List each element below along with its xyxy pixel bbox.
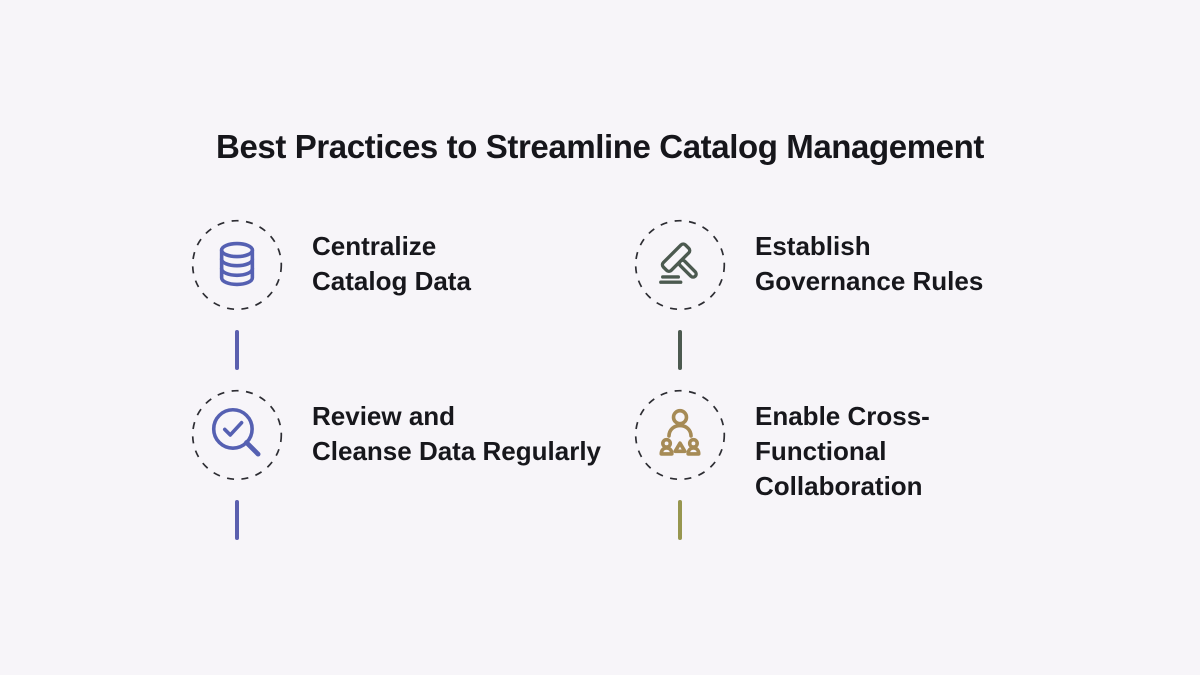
practice-label: Review and Cleanse Data Regularly xyxy=(312,401,602,466)
connector-line xyxy=(678,500,682,540)
dashed-circle-border xyxy=(191,219,283,311)
practice-label: Enable Cross- Functional Collaboration xyxy=(755,401,930,501)
connector-line xyxy=(678,330,682,370)
connector-line xyxy=(235,500,239,540)
database-icon xyxy=(191,219,283,311)
practice-item-review-cleanse-data: Review and Cleanse Data Regularly xyxy=(191,389,634,540)
magnifier-check-icon xyxy=(191,389,283,481)
page-title: Best Practices to Streamline Catalog Man… xyxy=(216,128,984,165)
practice-label: Centralize Catalog Data xyxy=(312,231,471,296)
icon-column xyxy=(634,219,726,370)
dashed-circle-border xyxy=(634,389,726,481)
connector-line xyxy=(235,330,239,370)
practice-label: Establish Governance Rules xyxy=(755,231,984,296)
dashed-circle-border xyxy=(191,389,283,481)
icon-column xyxy=(191,389,283,540)
dashed-circle-border xyxy=(634,219,726,311)
icon-column xyxy=(191,219,283,370)
people-collaboration-icon xyxy=(634,389,726,481)
practice-item-establish-governance-rules: Establish Governance Rules xyxy=(634,219,1077,370)
best-practices-grid: Centralize Catalog Data xyxy=(191,219,1077,540)
icon-column xyxy=(634,389,726,540)
practice-item-enable-collaboration: Enable Cross- Functional Collaboration xyxy=(634,389,1077,540)
practice-item-centralize-catalog-data: Centralize Catalog Data xyxy=(191,219,634,370)
gavel-icon xyxy=(634,219,726,311)
